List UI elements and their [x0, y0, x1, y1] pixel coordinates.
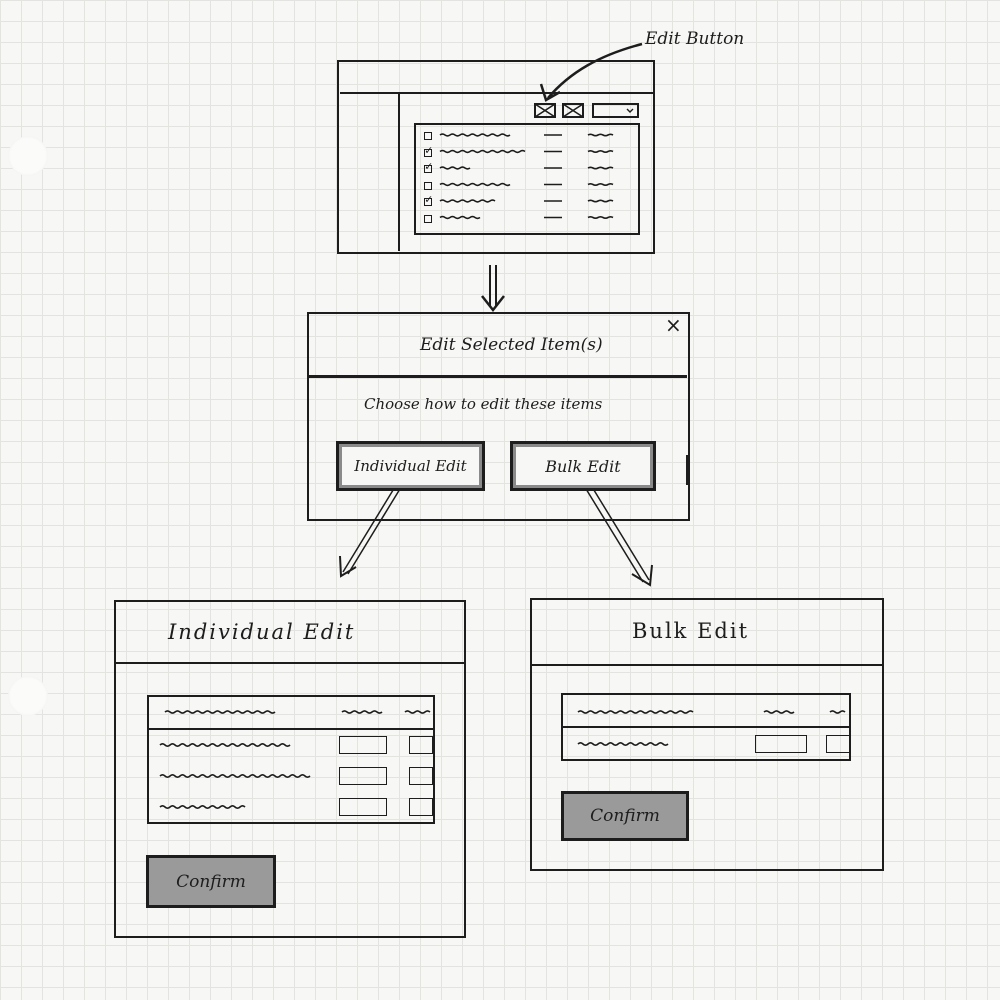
- individual-secondary-input[interactable]: [409, 767, 433, 785]
- edit-button-annotation: Edit Button: [645, 29, 745, 49]
- bulk-edit-table: [561, 693, 851, 761]
- individual-edit-table-header-rule: [149, 728, 434, 730]
- list-screen-header-rule: [340, 92, 653, 94]
- individual-edit-panel: [114, 600, 466, 938]
- bulk-edit-table-header-rule: [563, 726, 850, 728]
- individual-edit-button[interactable]: Individual Edit: [336, 441, 485, 491]
- individual-value-input[interactable]: [339, 798, 387, 816]
- list-table: [414, 123, 640, 235]
- row-checkbox[interactable]: [424, 214, 432, 223]
- edit-selected-modal: [307, 312, 690, 521]
- individual-value-input[interactable]: [339, 736, 387, 754]
- individual-edit-title: Individual Edit: [168, 620, 356, 644]
- individual-edit-header-rule: [116, 662, 464, 664]
- filter-dropdown[interactable]: [592, 103, 639, 118]
- action-button-icon[interactable]: [562, 103, 584, 118]
- row-checkbox[interactable]: [424, 198, 432, 206]
- individual-confirm-button[interactable]: Confirm: [146, 855, 276, 908]
- modal-close-icon[interactable]: ×: [665, 313, 682, 337]
- row-checkbox[interactable]: [424, 165, 432, 173]
- row-checkbox[interactable]: [424, 148, 432, 157]
- paper-hole-top: [8, 136, 48, 176]
- bulk-edit-panel: [530, 598, 884, 871]
- list-screen-frame: [337, 60, 655, 254]
- individual-secondary-input[interactable]: [409, 736, 433, 754]
- checkbox-check-icon: ✓: [425, 142, 433, 157]
- bulk-edit-title: Bulk Edit: [632, 619, 750, 643]
- bulk-confirm-button[interactable]: Confirm: [561, 791, 689, 841]
- checkbox-check-icon: ✓: [425, 192, 433, 206]
- paper-hole-bottom: [8, 676, 48, 716]
- individual-value-input[interactable]: [339, 767, 387, 785]
- bulk-edit-button[interactable]: Bulk Edit: [510, 441, 656, 491]
- bulk-value-input[interactable]: [755, 735, 807, 753]
- flow-arrow-down: [489, 265, 497, 306]
- row-checkbox[interactable]: [424, 132, 432, 140]
- bulk-edit-header-rule: [532, 664, 882, 666]
- checkbox-check-icon: ✓: [425, 159, 433, 173]
- bulk-secondary-input[interactable]: [826, 735, 850, 753]
- modal-scroll-edge: [686, 455, 688, 485]
- modal-header-rule: [309, 375, 687, 378]
- edit-button-icon[interactable]: [534, 103, 556, 118]
- modal-prompt: Choose how to edit these items: [364, 395, 603, 413]
- modal-title: Edit Selected Item(s): [420, 335, 603, 355]
- individual-edit-table: [147, 695, 435, 824]
- row-checkbox[interactable]: [424, 181, 432, 190]
- individual-secondary-input[interactable]: [409, 798, 433, 816]
- list-screen-sidebar-divider: [398, 93, 400, 251]
